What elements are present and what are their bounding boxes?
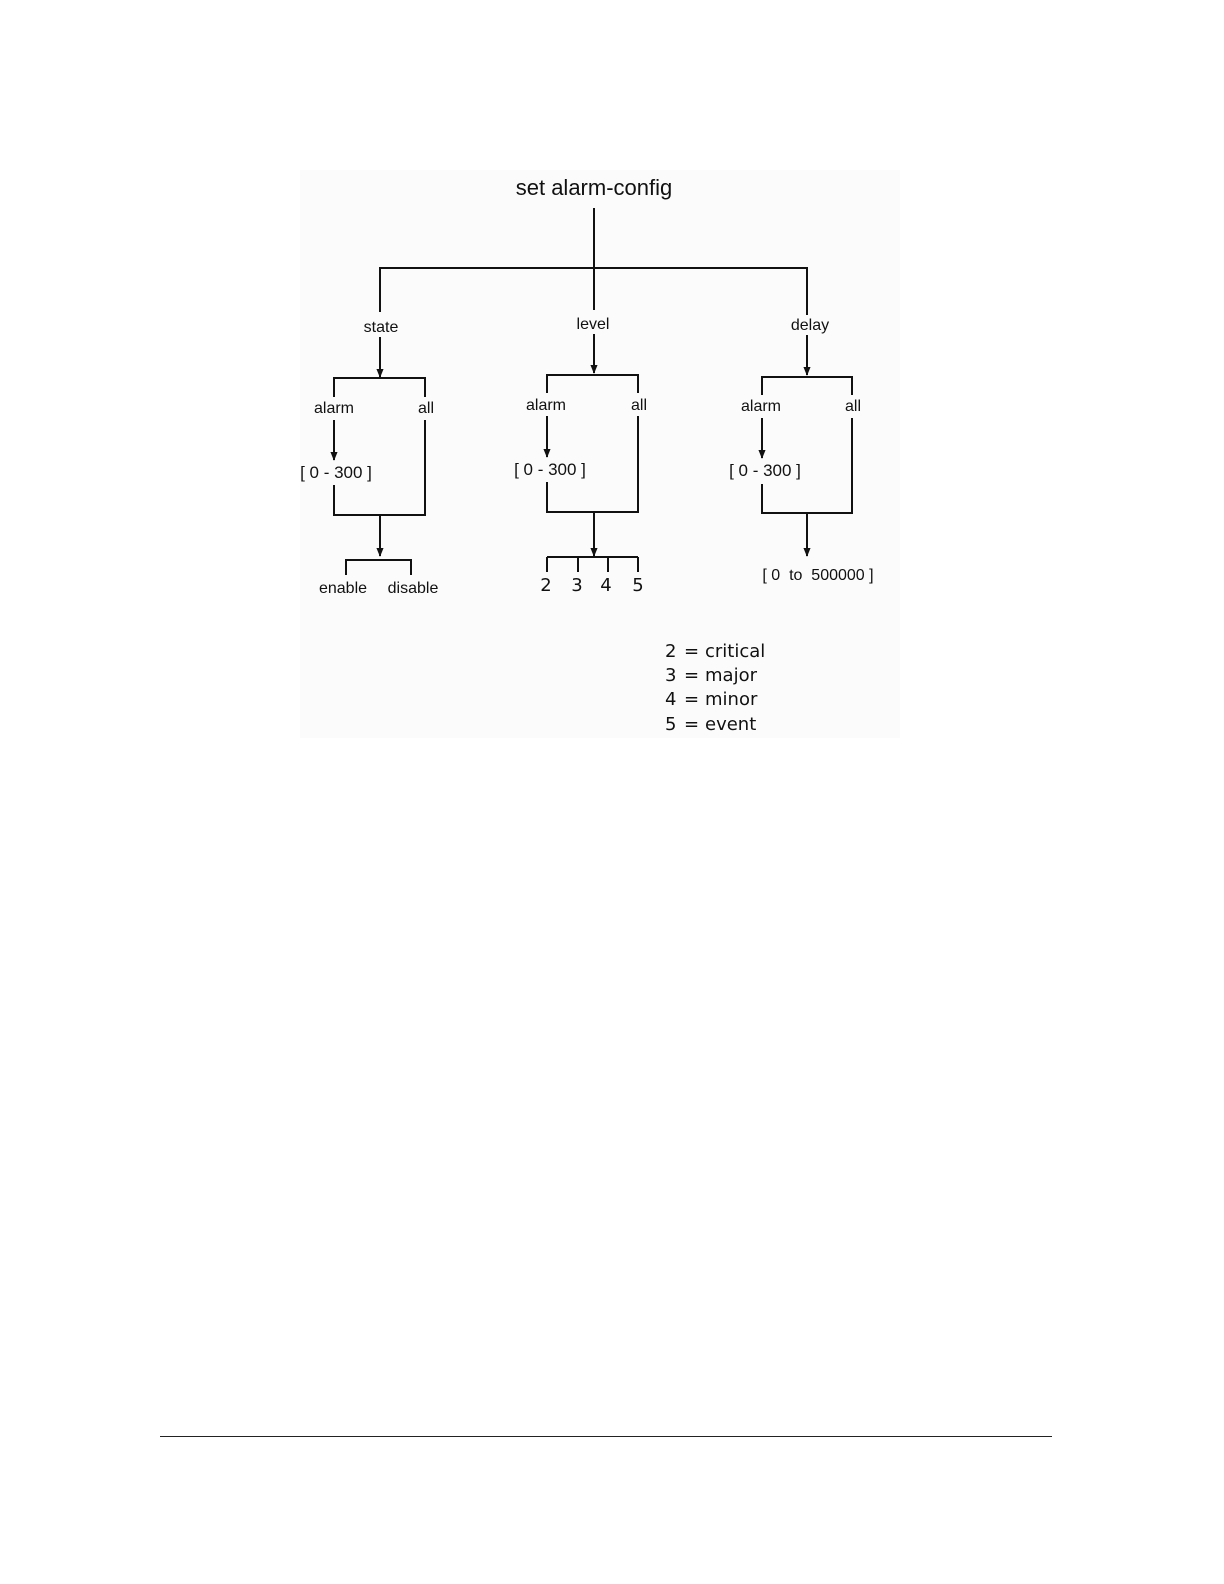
legend-name: minor bbox=[705, 689, 758, 710]
footer-divider bbox=[160, 1436, 1052, 1437]
level-alarm-label: alarm bbox=[526, 397, 566, 414]
state-alarm-label: alarm bbox=[314, 400, 354, 417]
severity-legend: 2 = critical 3 = major 4 = minor 5 = eve… bbox=[665, 641, 765, 735]
legend-num: 5 bbox=[665, 714, 676, 735]
delay-all-label: all bbox=[845, 398, 861, 415]
state-label: state bbox=[364, 319, 399, 336]
legend-eq: = bbox=[684, 714, 699, 735]
legend-name: event bbox=[705, 714, 756, 735]
state-value-disable: disable bbox=[388, 580, 439, 597]
state-range-label: [ 0 - 300 ] bbox=[300, 463, 372, 482]
level-value-3: 3 bbox=[571, 575, 582, 596]
delay-alarm-label: alarm bbox=[741, 398, 781, 415]
level-value-2: 2 bbox=[540, 575, 551, 596]
legend-num: 4 bbox=[665, 689, 676, 710]
delay-label: delay bbox=[791, 317, 829, 334]
legend-num: 2 bbox=[665, 641, 676, 662]
delay-option-bracket bbox=[762, 377, 852, 395]
state-all-label: all bbox=[418, 400, 434, 417]
state-value-bracket bbox=[346, 560, 411, 575]
delay-range-label: [ 0 - 300 ] bbox=[729, 461, 801, 480]
level-value-5: 5 bbox=[632, 575, 643, 596]
legend-eq: = bbox=[684, 665, 699, 686]
delay-value-range: [ 0 to 500000 ] bbox=[762, 567, 873, 584]
level-option-bracket bbox=[547, 375, 638, 393]
level-value-4: 4 bbox=[600, 575, 611, 596]
level-label: level bbox=[577, 316, 610, 333]
level-all-label: all bbox=[631, 397, 647, 414]
state-option-bracket bbox=[334, 378, 425, 397]
state-value-enable: enable bbox=[319, 580, 367, 597]
root-command-label: set alarm-config bbox=[516, 175, 673, 200]
level-range-label: [ 0 - 300 ] bbox=[514, 460, 586, 479]
legend-name: major bbox=[705, 665, 758, 686]
legend-eq: = bbox=[684, 641, 699, 662]
legend-name: critical bbox=[705, 641, 765, 662]
legend-num: 3 bbox=[665, 665, 676, 686]
legend-eq: = bbox=[684, 689, 699, 710]
